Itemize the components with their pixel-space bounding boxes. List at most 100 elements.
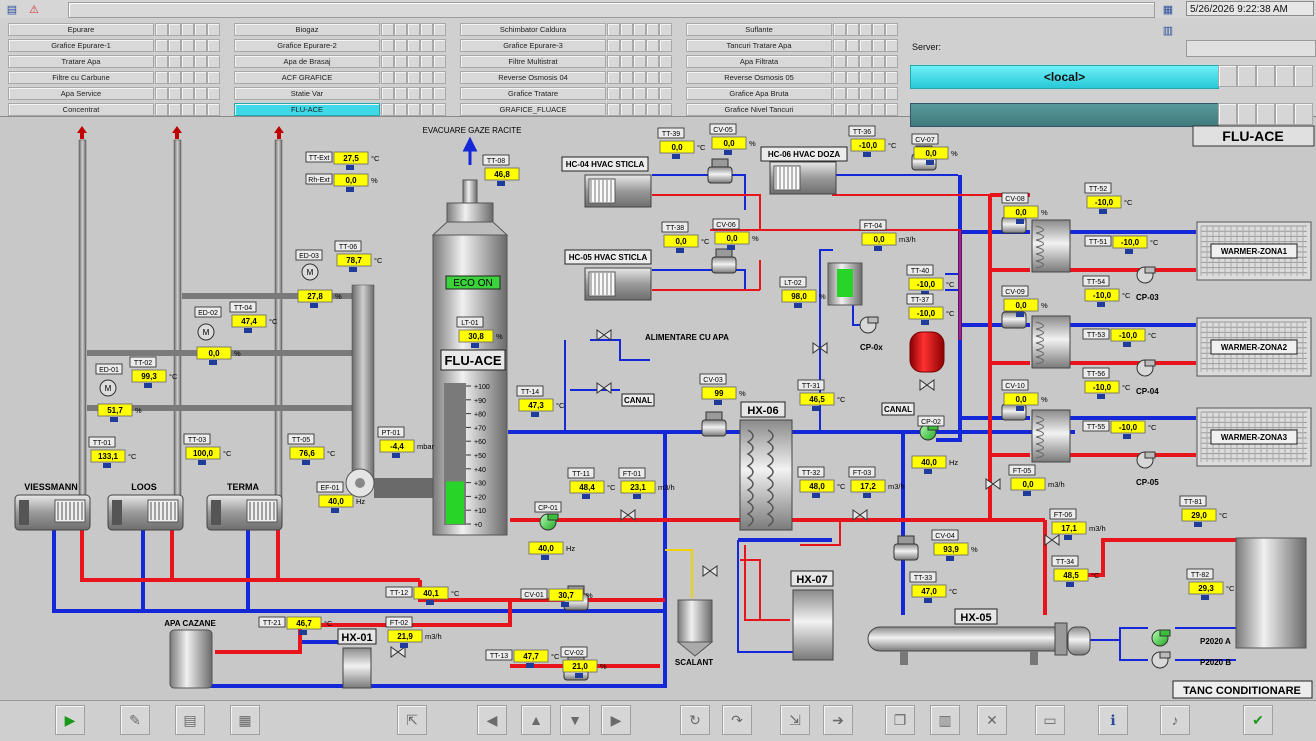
nav-button-concentrat[interactable]: Concentrat bbox=[8, 103, 154, 116]
tag-tt-51[interactable]: TT-51-10,0°C bbox=[1084, 235, 1159, 254]
tag-cv-10[interactable]: CV-100,0% bbox=[1001, 379, 1048, 411]
nav-button-grafice-apa-bruta[interactable]: Grafice Apa Bruta bbox=[686, 87, 832, 100]
control-valve-icon[interactable] bbox=[707, 166, 733, 184]
valve-icon[interactable] bbox=[596, 329, 612, 341]
valve-icon[interactable] bbox=[596, 382, 612, 394]
tag-cv-05[interactable]: CV-050,0% bbox=[709, 123, 756, 155]
tag-tt-54[interactable]: TT-54-10,0°C bbox=[1082, 275, 1131, 307]
tag-tt-52[interactable]: TT-52-10,0°C bbox=[1084, 182, 1133, 214]
nav-button-filtre-multistrat[interactable]: Filtre Multistrat bbox=[460, 55, 606, 68]
tag-tt-36[interactable]: TT-36-10,0°C bbox=[848, 125, 897, 157]
tag-tt-53[interactable]: TT-53-10,0°C bbox=[1082, 328, 1157, 347]
nav-button-suflante[interactable]: Suflante bbox=[686, 23, 832, 36]
nav-button-schimbator-caldura[interactable]: Schimbator Caldura bbox=[460, 23, 606, 36]
control-valve-icon[interactable] bbox=[893, 543, 919, 561]
valve-icon[interactable] bbox=[985, 478, 1001, 490]
tag-ed-02[interactable]: ED-020,0% bbox=[194, 306, 241, 365]
nav-button-grafice-nivel-tancuri[interactable]: Grafice Nivel Tancuri bbox=[686, 103, 832, 116]
motor-icon[interactable] bbox=[99, 379, 117, 397]
nav-button-statie-var[interactable]: Statie Var bbox=[234, 87, 380, 100]
valve-icon[interactable] bbox=[919, 379, 935, 391]
valve-icon[interactable] bbox=[1044, 534, 1060, 546]
server-field[interactable] bbox=[1186, 40, 1316, 57]
nav-button-grafice-epurare-2[interactable]: Grafice Epurare-2 bbox=[234, 39, 380, 52]
nav-button-tratare-apa[interactable]: Tratare Apa bbox=[8, 55, 154, 68]
tag-tt-55[interactable]: TT-55-10,0°C bbox=[1082, 420, 1157, 439]
nav-button-grafice-epurare-1[interactable]: Grafice Epurare-1 bbox=[8, 39, 154, 52]
folder-icon[interactable]: ▤ bbox=[6, 3, 18, 16]
nav-button-apa-filtrata[interactable]: Apa Filtrata bbox=[686, 55, 832, 68]
delete-button[interactable]: ✕ bbox=[977, 705, 1007, 735]
nav-button-reverse-osmosis-05[interactable]: Reverse Osmosis 05 bbox=[686, 71, 832, 84]
nav-button-apa-de-brasaj[interactable]: Apa de Brasaj bbox=[234, 55, 380, 68]
calendar-icon[interactable]: ▦ bbox=[1162, 3, 1174, 16]
nav-button-reverse-osmosis-04[interactable]: Reverse Osmosis 04 bbox=[460, 71, 606, 84]
next-button[interactable]: ➔ bbox=[823, 705, 853, 735]
tag-cv-09[interactable]: CV-090,0% bbox=[1001, 285, 1048, 317]
tag-cv-07[interactable]: CV-070,0% bbox=[911, 133, 958, 165]
report-button[interactable]: ▦ bbox=[230, 705, 260, 735]
valve-icon[interactable] bbox=[702, 565, 718, 577]
import-button[interactable]: ⇲ bbox=[780, 705, 810, 735]
sound-button[interactable]: ♪ bbox=[1160, 705, 1190, 735]
valve-icon[interactable] bbox=[620, 509, 636, 521]
tag-cv-06[interactable]: CV-060,0% bbox=[712, 218, 759, 250]
nav-button-apa-service[interactable]: Apa Service bbox=[8, 87, 154, 100]
tag-tt-40[interactable]: TT-40-10,0°C bbox=[906, 264, 955, 296]
tag-tt-38[interactable]: TT-380,0°C bbox=[661, 221, 710, 253]
server-local-button[interactable]: <local> bbox=[910, 65, 1219, 89]
valve-icon[interactable] bbox=[852, 509, 868, 521]
printer-icon[interactable]: ▥ bbox=[1162, 24, 1174, 37]
up-button[interactable]: ▲ bbox=[521, 705, 551, 735]
tag-tt-56[interactable]: TT-56-10,0°C bbox=[1082, 367, 1131, 399]
nav-button-grafice-epurare-3[interactable]: Grafice Epurare-3 bbox=[460, 39, 606, 52]
export-button[interactable]: ⇱ bbox=[397, 705, 427, 735]
valve-icon[interactable] bbox=[390, 646, 406, 658]
nav-button-grafice-fluace[interactable]: GRAFICE_FLUACE bbox=[460, 103, 606, 116]
nav-button-flu-ace[interactable]: FLU-ACE bbox=[234, 103, 380, 116]
refresh-button[interactable]: ↻ bbox=[680, 705, 710, 735]
motor-icon[interactable] bbox=[197, 323, 215, 341]
control-valve-icon[interactable] bbox=[701, 419, 727, 437]
tag-tt-39[interactable]: TT-390,0°C bbox=[657, 127, 706, 159]
nav-button-grafice-tratare[interactable]: Grafice Tratare bbox=[460, 87, 606, 100]
play-button[interactable]: ▶ bbox=[55, 705, 85, 735]
nav-button-epurare[interactable]: Epurare bbox=[8, 23, 154, 36]
redo-button[interactable]: ↷ bbox=[722, 705, 752, 735]
nav-button-tancuri-tratare-apa[interactable]: Tancuri Tratare Apa bbox=[686, 39, 832, 52]
copy-button[interactable]: ❐ bbox=[885, 705, 915, 735]
print-button[interactable]: ▥ bbox=[930, 705, 960, 735]
forward-button[interactable]: ▶ bbox=[601, 705, 631, 735]
down-button[interactable]: ▼ bbox=[560, 705, 590, 735]
